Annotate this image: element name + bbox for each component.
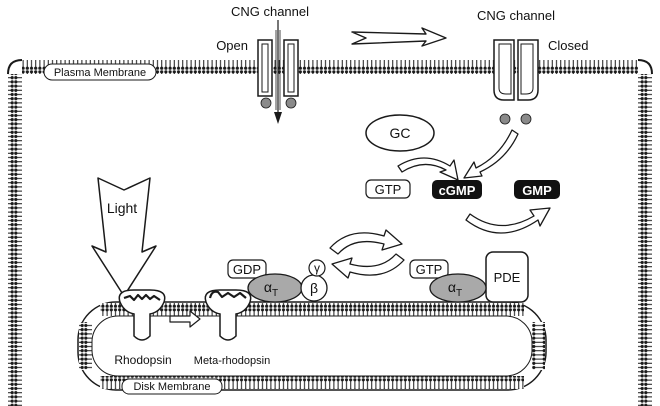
activation-arrow (169, 310, 201, 328)
pde-label: PDE (494, 270, 521, 285)
alpha-t-subunit-right (429, 273, 487, 303)
hydrolysis-arrow (465, 207, 551, 234)
plasma-membrane (7, 59, 653, 406)
rhodopsin (118, 289, 166, 341)
closed-label: Closed (548, 38, 588, 53)
gamma-subunit (308, 259, 326, 277)
cgmp-bound-dot (260, 97, 272, 109)
plasma-membrane-label-box (43, 63, 157, 81)
alpha-t-right-label: αT (448, 279, 462, 299)
gtp-to-cgmp-arrow (397, 157, 459, 181)
cng-closed-title: CNG channel (477, 8, 555, 23)
cgmp-free-dot (499, 113, 511, 125)
gtp-bottom-label: GTP (416, 262, 443, 277)
plasma-membrane-label: Plasma Membrane (54, 67, 146, 79)
cgmp-box (432, 180, 482, 199)
transition-arrow (351, 27, 447, 47)
disk-membrane-label: Disk Membrane (133, 381, 210, 393)
gmp-box (514, 180, 560, 199)
pde-enzyme (485, 251, 529, 303)
cycle-arrow-bottom (331, 253, 405, 279)
cng-channel-closed (493, 39, 539, 101)
disk-membrane-label-box (121, 378, 223, 395)
light-label: Light (107, 200, 137, 216)
beta-label: β (310, 280, 318, 296)
cycle-arrow-top (329, 229, 403, 255)
gmp-label: GMP (522, 183, 552, 198)
cng-open-title: CNG channel (231, 4, 309, 19)
cgmp-free-dot (520, 113, 532, 125)
rhodopsin-label: Rhodopsin (114, 353, 171, 367)
alpha-t-left-label: αT (264, 279, 278, 299)
cgmp-label: cGMP (439, 183, 476, 198)
release-arrow (463, 129, 519, 179)
gc-label: GC (390, 125, 411, 141)
gtp-box-top (365, 179, 411, 199)
cgmp-bound-dot (285, 97, 297, 109)
light-arrow (91, 177, 157, 297)
gamma-label: γ (314, 261, 320, 275)
cng-channel-open (257, 20, 299, 124)
gc-enzyme (365, 114, 435, 152)
disk-membrane (77, 301, 547, 391)
gdp-label: GDP (233, 262, 261, 277)
meta-rhodopsin (204, 289, 252, 341)
gdp-box (227, 259, 267, 279)
gtp-top-label: GTP (375, 182, 402, 197)
open-label: Open (216, 38, 248, 53)
meta-rhodopsin-label: Meta-rhodopsin (194, 355, 270, 367)
gtp-box-bottom (409, 259, 449, 279)
